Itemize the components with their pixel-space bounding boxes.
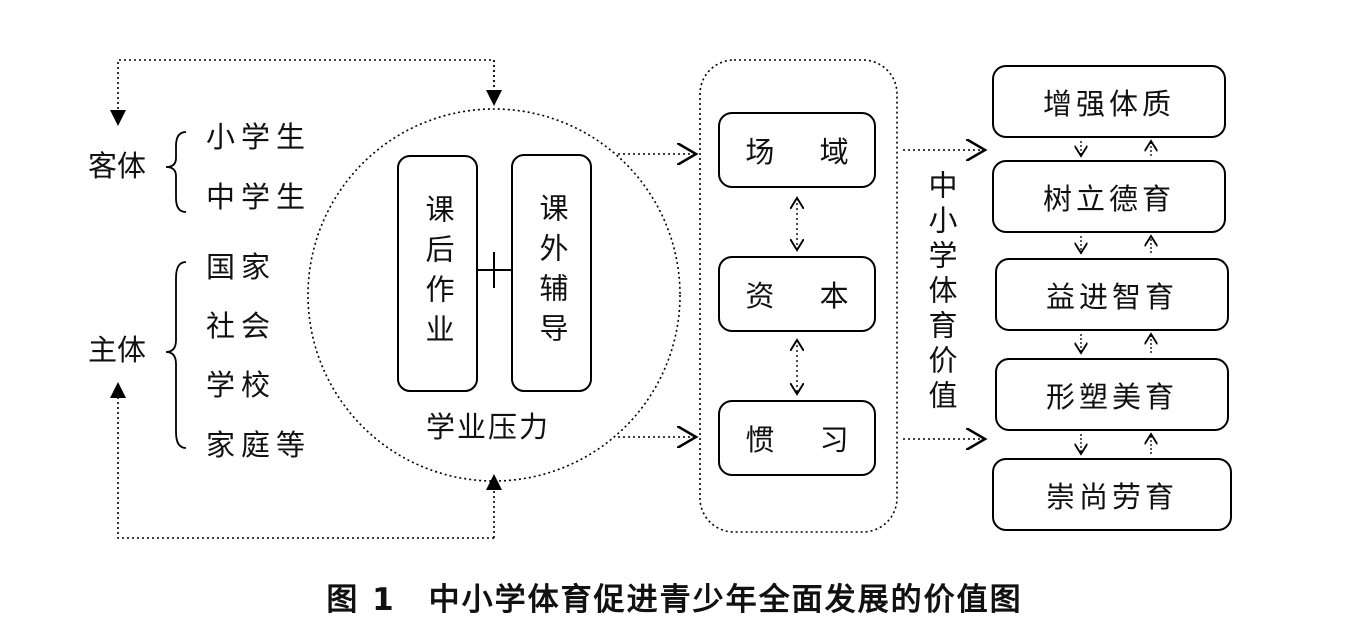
academic-pressure-label: 学业压力: [426, 410, 551, 444]
subject-item-state: 国家: [206, 250, 277, 284]
capital-label: 资 本: [745, 279, 867, 313]
object-label: 客体: [88, 149, 147, 183]
value-intellect-label: 益进智育: [1045, 279, 1178, 314]
value-chain-arrows: [1081, 141, 1151, 454]
habit-label: 惯 习: [745, 423, 867, 457]
value-box-intellect: 益进智育: [995, 258, 1229, 331]
subject-item-school: 学校: [206, 368, 277, 402]
value-physique-label: 增强体质: [1042, 86, 1175, 121]
object-brace: [165, 131, 187, 213]
value-labor-label: 崇尚劳育: [1045, 479, 1178, 514]
tutoring-box: 课外辅导: [511, 154, 592, 392]
subject-label: 主体: [88, 333, 147, 367]
value-label: 中小学体育价值: [924, 170, 958, 415]
value-box-moral: 树立德育: [992, 160, 1226, 233]
subject-item-society: 社会: [206, 309, 277, 343]
figure-caption: 图 1 中小学体育促进青少年全面发展的价值图: [326, 582, 1023, 618]
tutoring-label: 课外辅导: [535, 193, 569, 353]
value-box-aesthetic: 形塑美育: [995, 358, 1229, 431]
habit-box: 惯 习: [718, 400, 876, 476]
subject-brace: [165, 261, 187, 449]
value-box-physique: 增强体质: [992, 65, 1226, 138]
academic-pressure-circle: [307, 108, 681, 482]
field-box: 场 域: [718, 112, 876, 188]
field-label: 场 域: [745, 135, 867, 169]
homework-box: 课后作业: [397, 155, 478, 392]
value-aesthetic-label: 形塑美育: [1045, 379, 1178, 414]
capital-box: 资 本: [718, 256, 876, 332]
top-feedback-arrow: [110, 59, 495, 126]
homework-label: 课后作业: [421, 193, 455, 354]
value-moral-label: 树立德育: [1042, 181, 1175, 216]
object-item-primary: 小学生: [206, 120, 312, 154]
bottom-feedback-arrow-left: [110, 382, 494, 539]
value-box-labor: 崇尚劳育: [992, 458, 1232, 531]
object-item-middle: 中学生: [206, 180, 312, 214]
subject-item-family: 家庭等: [206, 428, 312, 462]
